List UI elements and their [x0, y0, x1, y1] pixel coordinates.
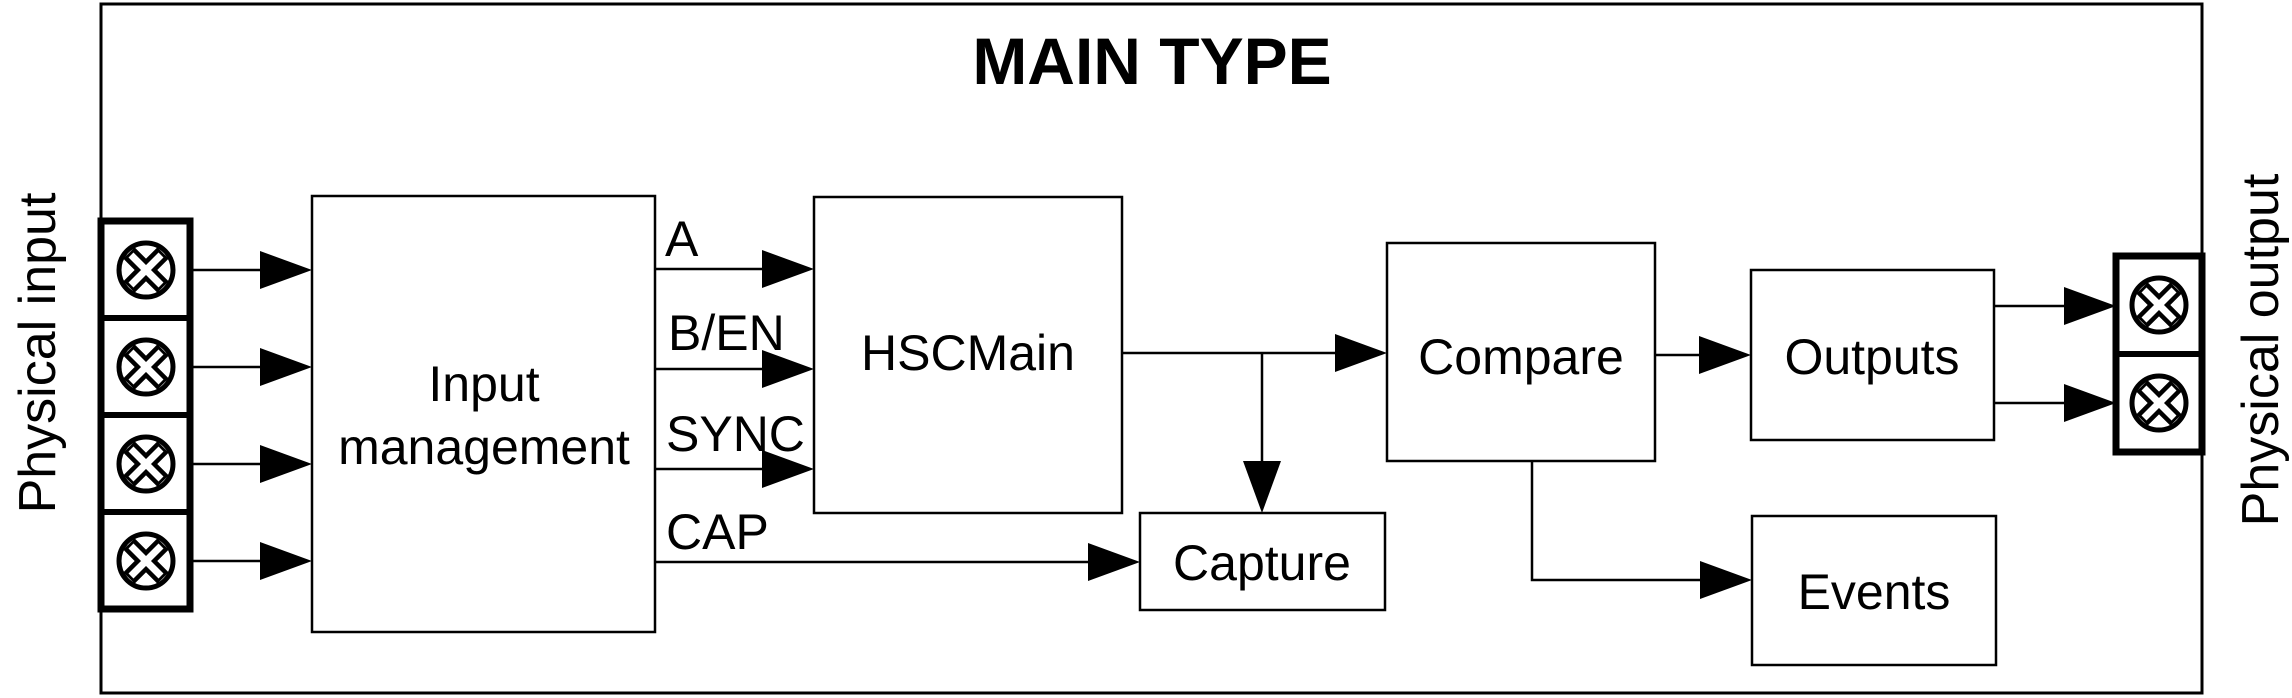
hscmain-label: HSCMain: [861, 325, 1075, 381]
events-box: [1750, 514, 1998, 667]
capture-box: [1138, 511, 1387, 612]
screw-terminal-icon: [119, 243, 173, 297]
capture-label: Capture: [1173, 535, 1351, 591]
physical-input-label: Physical input: [9, 192, 67, 513]
outputs-label: Outputs: [1784, 329, 1959, 385]
arrowhead-icon: [260, 251, 312, 289]
compare-label: Compare: [1418, 329, 1624, 385]
arrowhead-icon: [1699, 336, 1751, 374]
physical-output-label: Physical output: [2232, 173, 2290, 526]
signal-cap-label: CAP: [666, 504, 769, 560]
arrowhead-icon: [1335, 334, 1387, 372]
arrowhead-icon: [1243, 461, 1281, 513]
arrowhead-icon: [762, 450, 814, 488]
left-terminal-strip: [97, 217, 194, 613]
events-label: Events: [1798, 564, 1951, 620]
arrowhead-icon: [260, 445, 312, 483]
diagram-title: MAIN TYPE: [972, 24, 1331, 98]
input-wires: [190, 251, 312, 580]
outputs-box: [1749, 268, 1996, 442]
arrowhead-icon: [1700, 561, 1752, 599]
arrowhead-icon: [2064, 384, 2116, 422]
block-input-management: Input management: [310, 194, 657, 634]
signal-wires: [655, 250, 1140, 581]
screw-terminal-icon: [119, 340, 173, 394]
right-terminal-strip: [2112, 252, 2206, 456]
arrowhead-icon: [1088, 543, 1140, 581]
block-capture: Capture: [1138, 511, 1387, 612]
hscmain-box: [812, 195, 1124, 515]
screw-terminal-icon: [119, 437, 173, 491]
arrowhead-icon: [762, 250, 814, 288]
output-wires: [1994, 287, 2116, 422]
arrowhead-icon: [260, 348, 312, 386]
block-outputs: Outputs: [1749, 268, 1996, 442]
block-compare: Compare: [1385, 241, 1657, 463]
signal-a-label: A: [665, 211, 699, 267]
hscmain-output-net: [1122, 334, 1387, 513]
signal-sync-label: SYNC: [666, 406, 805, 462]
arrowhead-icon: [2064, 287, 2116, 325]
screw-terminal-icon: [119, 534, 173, 588]
compare-box: [1385, 241, 1657, 463]
arrowhead-icon: [260, 542, 312, 580]
block-hscmain: HSCMain: [812, 195, 1124, 515]
input-management-box: [310, 194, 657, 634]
block-events: Events: [1750, 514, 1998, 667]
wire-compare-to-events: [1530, 461, 1702, 582]
input-management-label-line2: management: [338, 419, 630, 475]
signal-b-en-label: B/EN: [668, 305, 785, 361]
screw-terminal-icon: [2132, 376, 2186, 430]
input-management-label-line1: Input: [428, 356, 539, 412]
screw-terminal-icon: [2132, 278, 2186, 332]
arrowhead-icon: [762, 350, 814, 388]
